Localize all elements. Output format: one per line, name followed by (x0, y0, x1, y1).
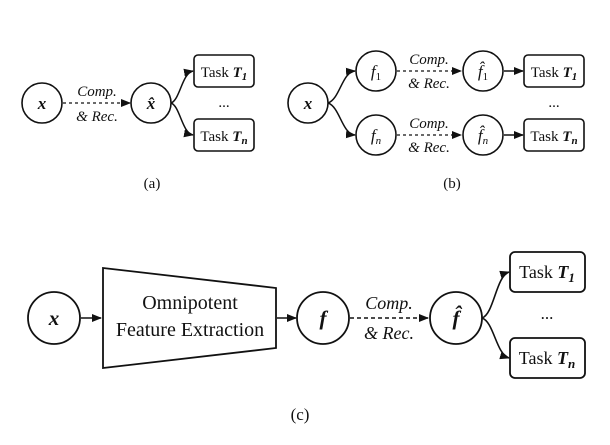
node-a-input (21, 82, 63, 124)
task-b-1-box (523, 54, 585, 88)
edge-a-task-n (170, 102, 194, 138)
task-a-1-label: Task T1 (201, 65, 248, 83)
extractor-label-1: Omnipotent (142, 292, 238, 314)
task-c-1-label: Task T1 (519, 262, 575, 285)
edge-b-n-label-1: Comp. (409, 116, 449, 132)
edge-c-label-2: & Rec. (364, 323, 414, 343)
extractor-label-2: Feature Extraction (116, 319, 264, 341)
task-b-dots: ... (548, 95, 559, 111)
node-b-input-label: x (303, 94, 313, 113)
task-c-dots: ... (541, 304, 554, 323)
task-a-n-label: Task Tn (200, 129, 247, 147)
node-c-feature-label: f (320, 306, 329, 330)
edge-b-1-label-1: Comp. (409, 52, 449, 68)
edge-a-task-1 (170, 68, 194, 104)
edge-a-label-1: Comp. (77, 84, 117, 100)
task-b-1-label: Task T1 (531, 65, 578, 83)
node-c-input-label: x (48, 306, 60, 330)
node-b-rec-n (462, 114, 504, 156)
task-c-n-box (509, 337, 586, 379)
node-b-feat-n-label: fn (371, 126, 382, 147)
edge-b-feat-1 (327, 67, 356, 104)
panel-b: x f1 fn Comp. & Rec. Comp. & Rec. f̂1 f̂… (287, 50, 585, 192)
edge-c-task-1 (481, 270, 510, 319)
node-b-rec-1-label: f̂1 (478, 61, 488, 83)
panel-c: x Omnipotent Feature Extraction f Comp. … (27, 251, 586, 424)
node-b-feat-1-label: f1 (371, 62, 381, 83)
node-b-rec-n-label: f̂n (478, 125, 489, 147)
edge-c-label-1: Comp. (365, 293, 413, 313)
task-a-1-box (193, 54, 255, 88)
edge-b-n-label-2: & Rec. (408, 140, 450, 156)
task-b-n-label: Task Tn (530, 129, 577, 147)
node-a-input-label: x (37, 94, 47, 113)
task-b-n-box (523, 118, 585, 152)
edge-b-1-label-2: & Rec. (408, 76, 450, 92)
task-a-dots: ... (218, 95, 229, 111)
node-a-reconstructed-label: x̂ (146, 94, 156, 113)
node-c-input (27, 291, 81, 345)
node-c-feature (296, 291, 350, 345)
edge-b-feat-n (327, 102, 356, 139)
edge-c-task-n (481, 317, 510, 360)
caption-b: (b) (443, 176, 461, 192)
edge-a-label-2: & Rec. (76, 109, 118, 125)
node-b-feat-n (355, 114, 397, 156)
panel-a: x Comp. & Rec. x̂ Task T1 ... Task Tn (a… (21, 54, 255, 192)
task-a-n-box (193, 118, 255, 152)
task-c-n-label: Task Tn (519, 348, 575, 371)
caption-a: (a) (144, 176, 161, 192)
caption-c: (c) (291, 405, 310, 424)
node-b-feat-1 (355, 50, 397, 92)
extractor-trapezoid (102, 266, 277, 370)
node-c-reconstructed-label: f̂ (453, 304, 463, 330)
node-b-rec-1 (462, 50, 504, 92)
task-c-1-box (509, 251, 586, 293)
